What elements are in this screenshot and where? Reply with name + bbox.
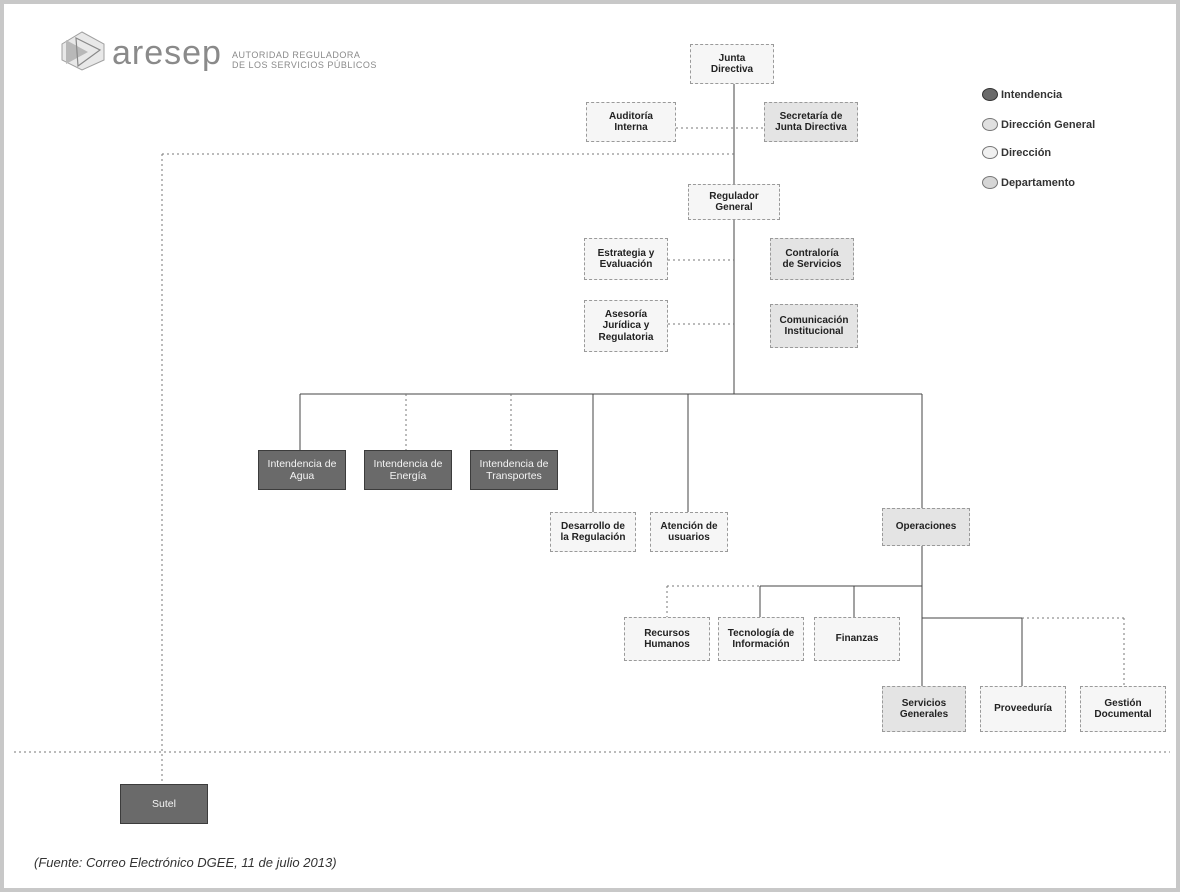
node-secretaria-junta-directiva: Secretaría de Junta Directiva: [764, 102, 858, 142]
node-label: Junta Directiva: [710, 52, 754, 76]
node-label: Finanzas: [835, 633, 879, 645]
node-gestion-documental: Gestión Documental: [1080, 686, 1166, 732]
node-intendencia-transportes: Intendencia de Transportes: [470, 450, 558, 490]
legend-item-direccion-general: Dirección General: [982, 118, 1095, 131]
node-atencion-usuarios: Atención de usuarios: [650, 512, 728, 552]
node-label: Secretaría de Junta Directiva: [775, 110, 847, 134]
node-label: Tecnología de Información: [727, 627, 795, 651]
node-label: Desarrollo de la Regulación: [560, 520, 626, 544]
legend-item-departamento: Departamento: [982, 176, 1075, 189]
node-tecnologia-informacion: Tecnología de Información: [718, 617, 804, 661]
legend-label: Intendencia: [1001, 88, 1063, 101]
node-sutel: Sutel: [120, 784, 208, 824]
legend-swatch: [982, 88, 998, 101]
legend-item-direccion: Dirección: [982, 146, 1051, 159]
node-label: Proveeduría: [994, 703, 1052, 715]
node-contraloria-servicios: Contraloría de Servicios: [770, 238, 854, 280]
node-recursos-humanos: Recursos Humanos: [624, 617, 710, 661]
node-label: Intendencia de Transportes: [479, 457, 549, 482]
node-label: Estrategia y Evaluación: [597, 247, 655, 271]
node-estrategia-evaluacion: Estrategia y Evaluación: [584, 238, 668, 280]
node-proveeduria: Proveeduría: [980, 686, 1066, 732]
aresep-logo-icon: [61, 31, 105, 71]
node-label: Recursos Humanos: [644, 627, 690, 651]
node-asesoria-juridica: Asesoría Jurídica y Regulatoria: [584, 300, 668, 352]
node-operaciones: Operaciones: [882, 508, 970, 546]
logo-wordmark: aresep: [112, 34, 222, 72]
node-label: Atención de usuarios: [660, 520, 718, 544]
node-label: Regulador General: [709, 190, 759, 214]
node-intendencia-energia: Intendencia de Energía: [364, 450, 452, 490]
node-label: Asesoría Jurídica y Regulatoria: [598, 308, 654, 343]
node-intendencia-agua: Intendencia de Agua: [258, 450, 346, 490]
node-auditoria-interna: Auditoría Interna: [586, 102, 676, 142]
node-label: Contraloría de Servicios: [782, 247, 842, 271]
node-finanzas: Finanzas: [814, 617, 900, 661]
legend-swatch: [982, 118, 998, 131]
node-label: Intendencia de Agua: [267, 457, 337, 482]
legend-label: Dirección General: [1001, 118, 1096, 131]
legend-label: Dirección: [1001, 146, 1052, 159]
connector-lines: [14, 84, 1170, 784]
node-label: Sutel: [152, 797, 176, 810]
source-note: (Fuente: Correo Electrónico DGEE, 11 de …: [34, 855, 337, 870]
node-label: Operaciones: [895, 521, 957, 533]
legend-swatch: [982, 146, 998, 159]
node-desarrollo-regulacion: Desarrollo de la Regulación: [550, 512, 636, 552]
node-junta-directiva: Junta Directiva: [690, 44, 774, 84]
legend-label: Departamento: [1001, 176, 1075, 189]
node-label: Auditoría Interna: [609, 110, 653, 134]
node-label: Intendencia de Energía: [373, 457, 443, 482]
node-comunicacion-institucional: Comunicación Institucional: [770, 304, 858, 348]
logo-tagline-line2: DE LOS SERVICIOS PÚBLICOS: [232, 60, 377, 70]
node-label: Comunicación Institucional: [779, 314, 849, 338]
legend-item-intendencia: Intendencia: [982, 88, 1062, 101]
legend-swatch: [982, 176, 998, 189]
node-label: Gestión Documental: [1094, 697, 1152, 721]
node-regulador-general: Regulador General: [688, 184, 780, 220]
node-servicios-generales: Servicios Generales: [882, 686, 966, 732]
logo-tagline-line1: AUTORIDAD REGULADORA: [232, 50, 361, 60]
node-label: Servicios Generales: [899, 697, 949, 721]
